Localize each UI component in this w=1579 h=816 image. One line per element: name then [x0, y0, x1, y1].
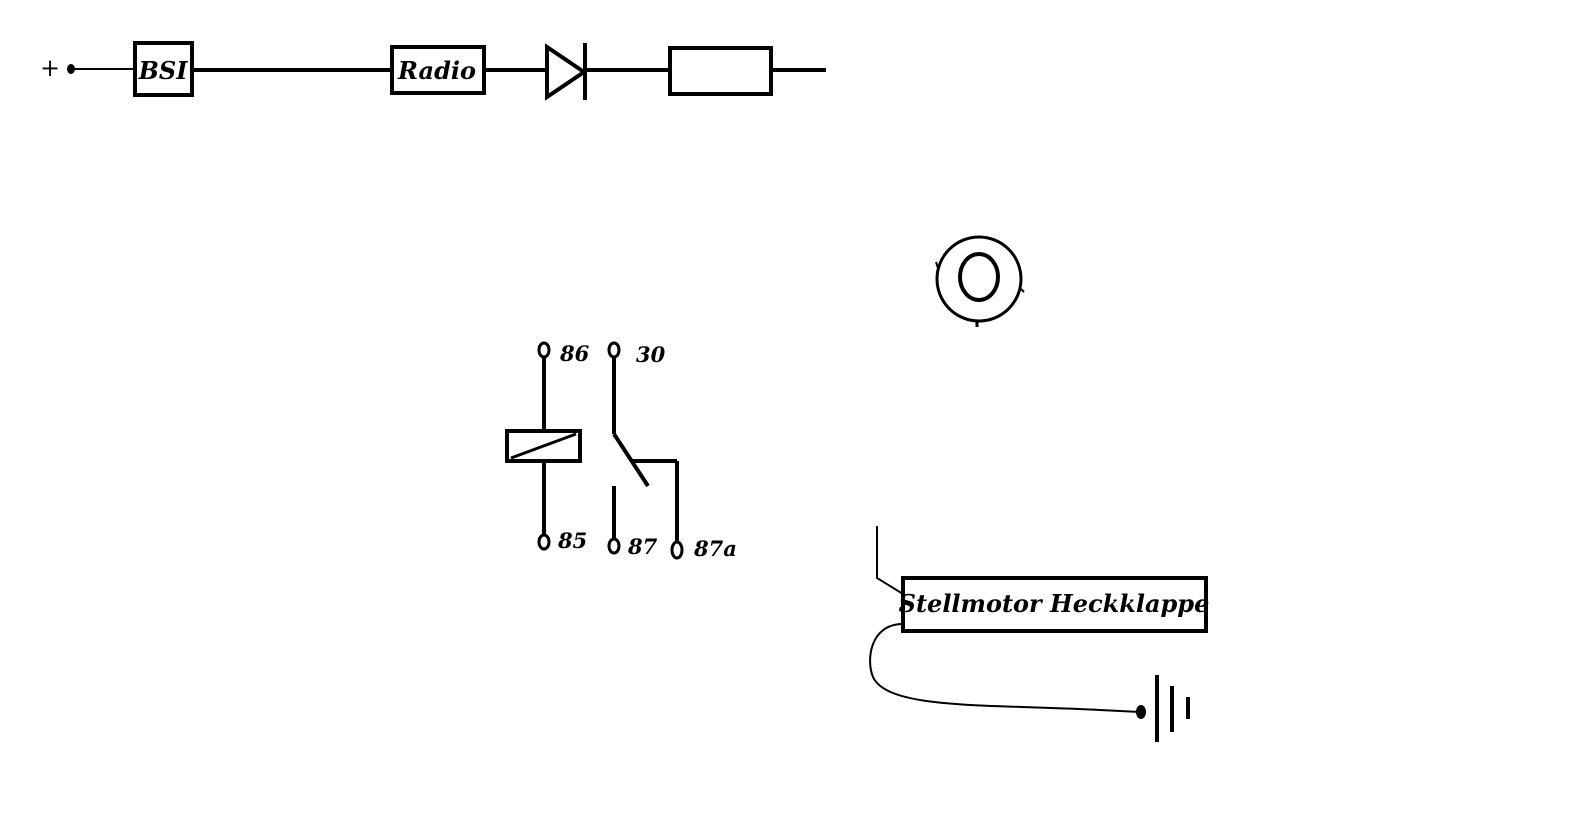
pin-87-label: 87	[627, 534, 658, 559]
diode-symbol	[545, 43, 588, 101]
pin-86-terminal	[537, 341, 551, 359]
motor-ground-wire	[869, 623, 1141, 713]
motor-label: Stellmotor Heckklappe	[899, 589, 1210, 618]
motor-supply-wire	[876, 526, 904, 595]
radio-box	[390, 45, 486, 95]
pin-85-terminal	[537, 533, 551, 551]
fuse-symbol	[668, 46, 773, 96]
tailgate-motor: Stellmotor Heckklappe	[869, 526, 1210, 719]
pin-30-terminal	[607, 341, 621, 359]
relay-symbol: 86 85 30 87a 87	[505, 341, 737, 561]
plus-terminal-label: +	[40, 54, 60, 82]
round-device-symbol	[935, 235, 1025, 327]
ground-symbol	[1155, 675, 1190, 742]
pin-85-label: 85	[557, 528, 587, 553]
bsi-label: BSI	[138, 56, 189, 85]
pin-87a-label: 87a	[693, 536, 737, 561]
motor-box	[901, 576, 1208, 633]
pin-30-label: 30	[636, 342, 666, 367]
pin-87-terminal	[607, 537, 621, 555]
pin-86-label: 86	[559, 341, 590, 366]
supply-line: + BSI Radio	[40, 41, 826, 101]
radio-label: Radio	[397, 56, 476, 85]
pin-87a-terminal	[670, 540, 684, 560]
ground-connection-dot	[1136, 705, 1146, 719]
